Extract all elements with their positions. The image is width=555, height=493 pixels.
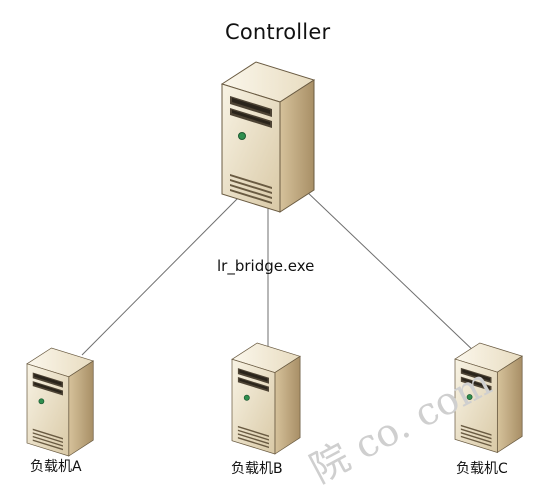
link-to-generator-c <box>304 189 479 356</box>
load-generator-b-server-icon <box>231 342 301 455</box>
link-to-generator-a <box>81 197 239 356</box>
controller-label: Controller <box>225 20 331 44</box>
load-generator-c-label: 负载机C <box>456 461 508 477</box>
load-generator-a-server-icon <box>26 347 94 457</box>
controller-server-icon <box>221 61 315 213</box>
process-label: lr_bridge.exe <box>217 257 315 275</box>
load-generator-a-label: 负载机A <box>30 459 82 475</box>
load-generator-b-label: 负载机B <box>231 461 283 477</box>
